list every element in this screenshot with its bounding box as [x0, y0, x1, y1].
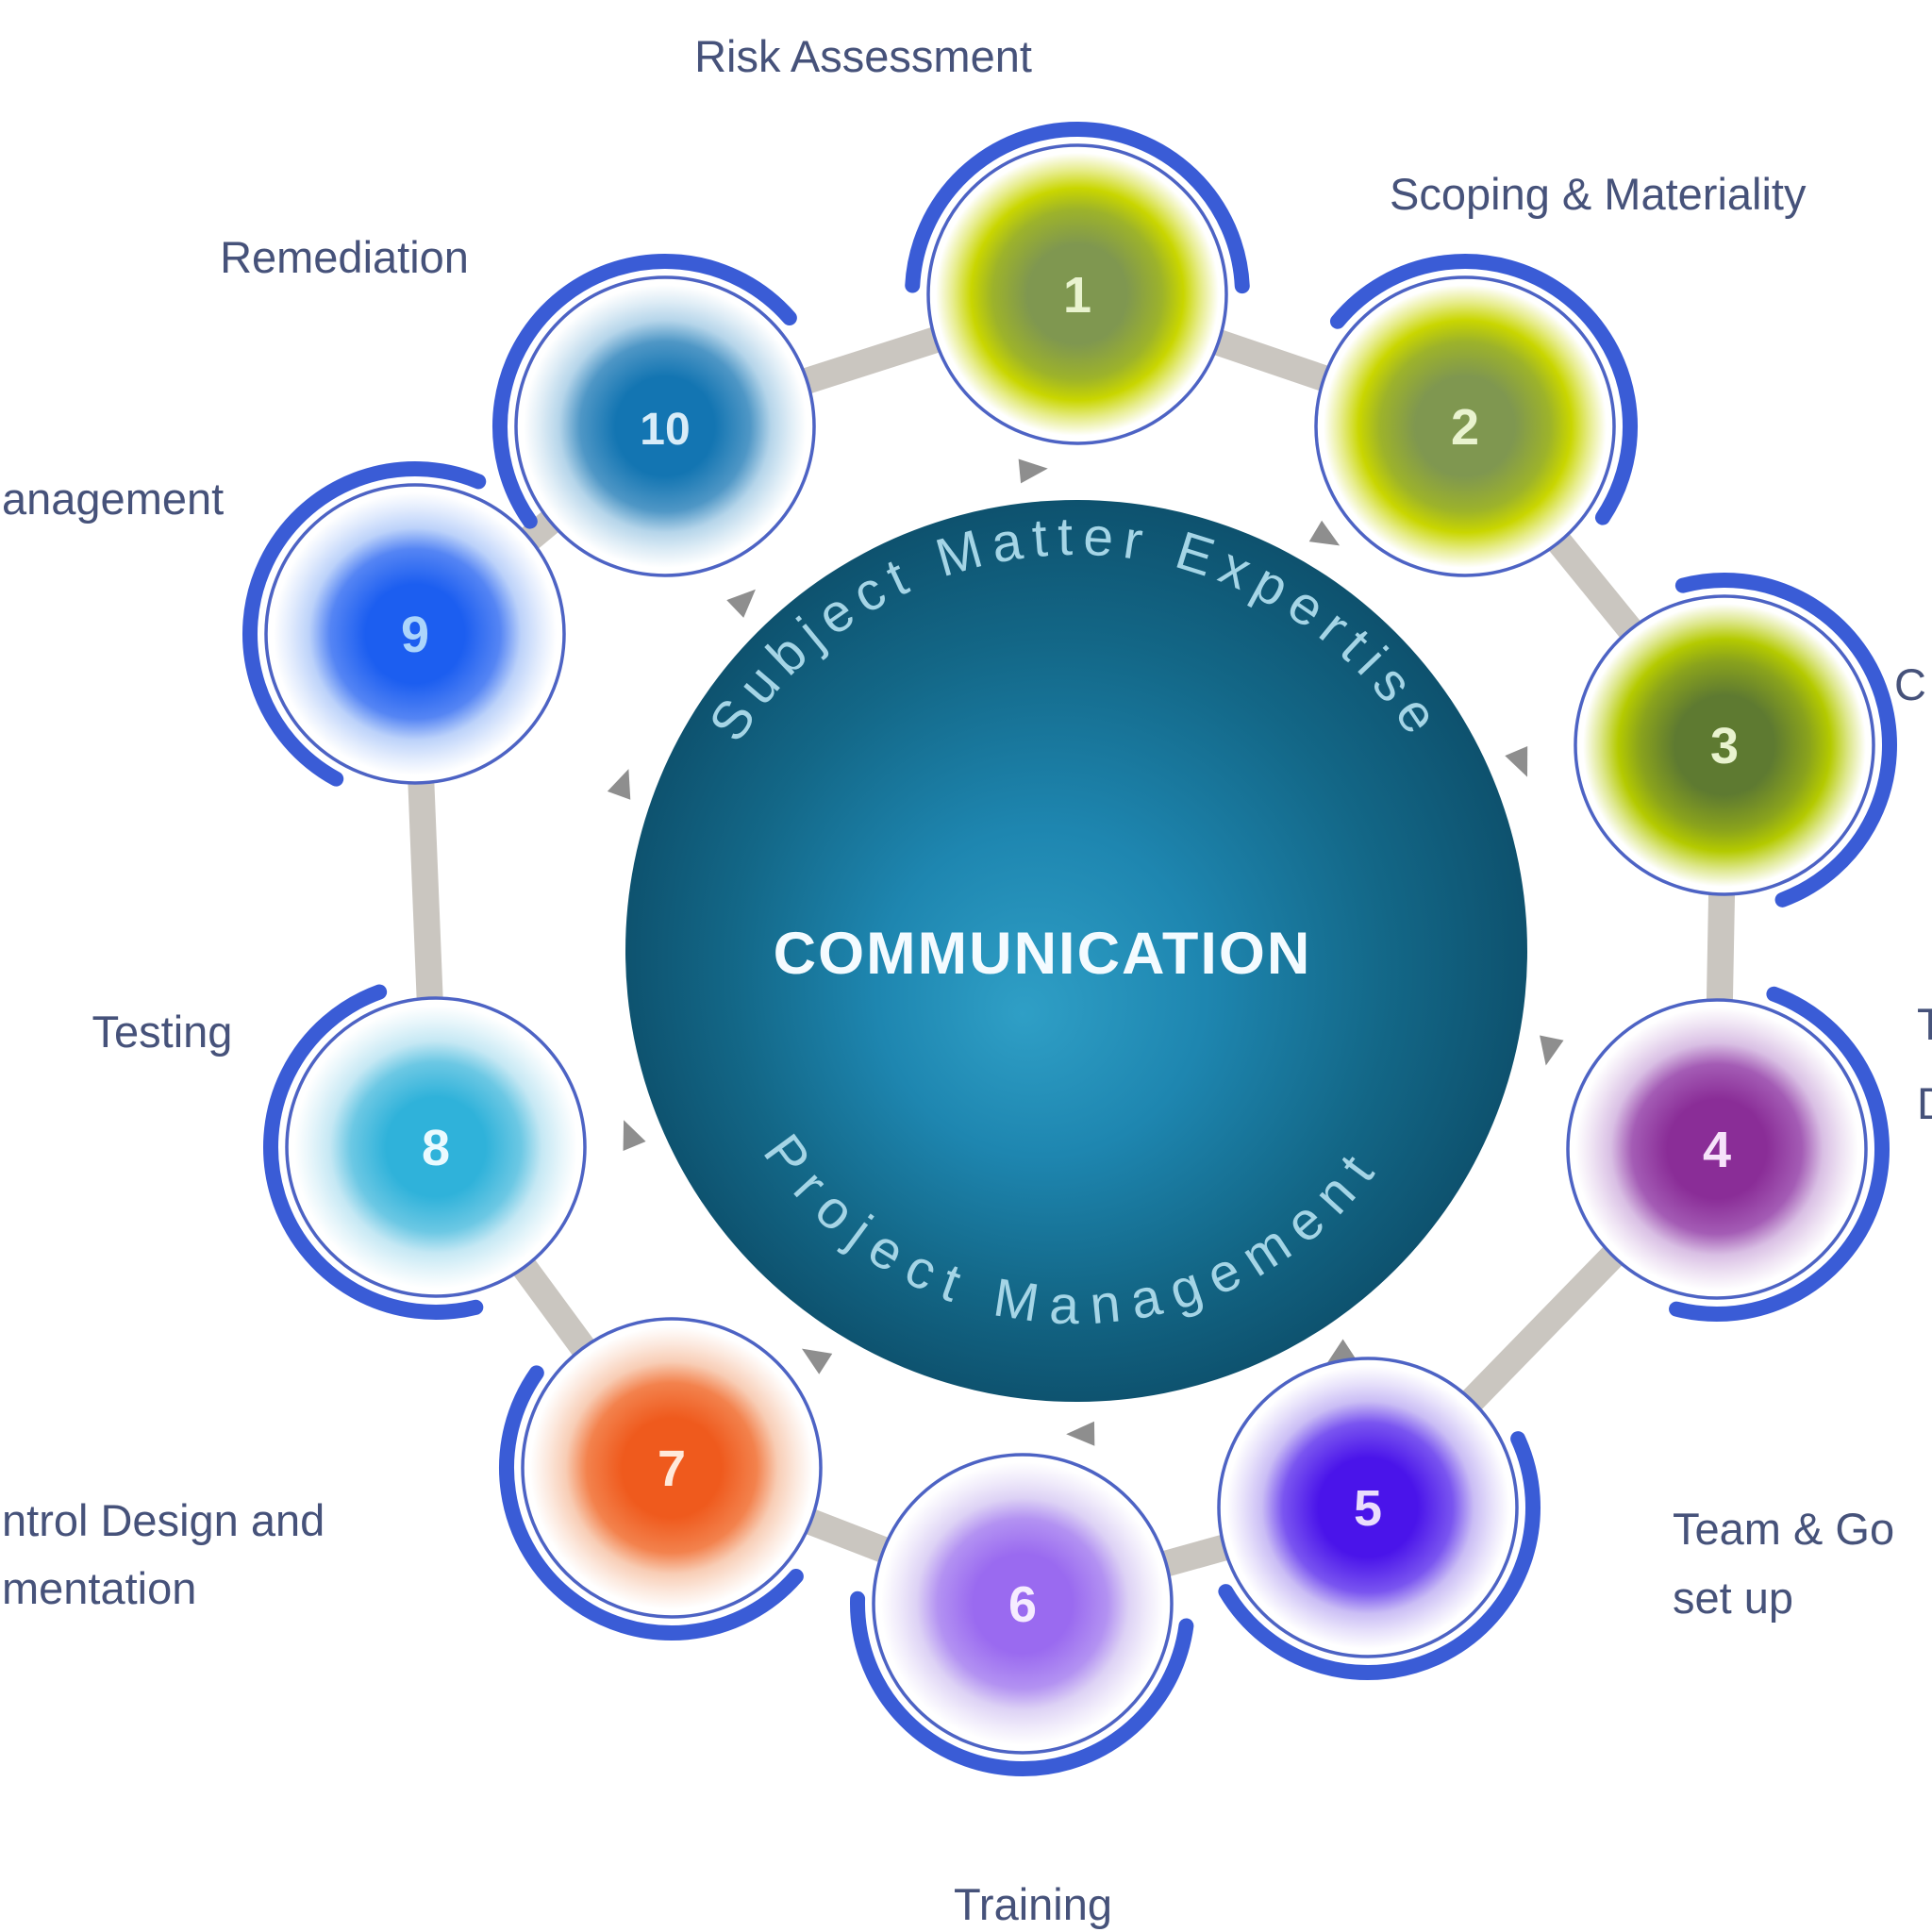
node-label-line: Scoping & Materiality: [1390, 169, 1807, 219]
node-thick-arc: [498, 1365, 804, 1641]
flow-arrow-icon: [1308, 520, 1341, 546]
node-label-line: anagement: [2, 474, 224, 524]
flow-arrow-icon: [1018, 458, 1048, 484]
node-label: Training: [954, 1879, 1112, 1929]
node-label-line: ntrol Design and: [2, 1495, 325, 1545]
node-number: 5: [1354, 1480, 1382, 1537]
cycle-node: 2: [1314, 254, 1638, 577]
node-blob: [524, 285, 807, 568]
node-blob: [1583, 604, 1866, 887]
node-number: 1: [1063, 267, 1091, 324]
cycle-node: 1: [905, 122, 1250, 445]
node-group-layer: 1 2 3 4 5 6 7 8 9 10: [242, 122, 1897, 1776]
node-label: Scoping & Materiality: [1390, 169, 1807, 219]
node-blob: [530, 1326, 813, 1609]
node-label: anagement: [2, 474, 224, 524]
cycle-node: 9: [242, 461, 566, 787]
flow-arrow-icon: [1066, 1421, 1095, 1446]
cycle-node: 6: [850, 1453, 1194, 1776]
node-label: TD: [1917, 999, 1932, 1128]
node-label: C: [1894, 659, 1926, 709]
cycle-node: 3: [1574, 573, 1897, 908]
flow-arrow-icon: [1505, 745, 1528, 777]
flow-arrow-icon: [801, 1348, 833, 1374]
node-thick-arc: [850, 1591, 1194, 1776]
node-label-line: Team & Go: [1673, 1504, 1894, 1554]
cycle-node: 8: [263, 984, 587, 1320]
node-thick-arc: [1669, 986, 1890, 1322]
node-thick-arc: [1218, 1431, 1541, 1680]
node-number: 9: [401, 607, 429, 663]
node-blob: [1575, 1008, 1858, 1291]
node-label: ntrol Design and mentation: [2, 1495, 325, 1613]
node-thick-arc: [242, 461, 487, 787]
communication-text: COMMUNICATION: [774, 921, 1312, 987]
node-number: 6: [1008, 1576, 1037, 1633]
node-blob: [274, 492, 557, 775]
node-blob: [1324, 285, 1607, 568]
node-number: 2: [1451, 399, 1479, 456]
node-label-line: C: [1894, 659, 1926, 709]
node-label-line: Remediation: [220, 232, 469, 282]
node-label-line: Risk Assessment: [694, 31, 1032, 81]
flow-arrows: [607, 458, 1564, 1446]
node-number: 4: [1703, 1122, 1731, 1178]
center-group: Subject Matter ExpertiseCOMMUNICATIONPro…: [625, 500, 1527, 1402]
flow-arrow-icon: [623, 1120, 646, 1151]
node-blob: [294, 1006, 577, 1289]
node-number: 10: [640, 405, 690, 455]
node-label: Team & Go set up: [1673, 1504, 1894, 1623]
node-label: Risk Assessment: [694, 31, 1032, 81]
flow-arrow-icon: [607, 769, 631, 800]
node-number: 8: [422, 1120, 450, 1176]
node-thick-arc: [1674, 573, 1897, 908]
node-label-line: mentation: [2, 1563, 196, 1613]
flow-arrow-icon: [1540, 1035, 1564, 1066]
node-number: 7: [658, 1441, 686, 1497]
node-label-line: T: [1917, 999, 1932, 1049]
center-circle: [625, 500, 1527, 1402]
node-thick-arc: [905, 122, 1250, 294]
node-label-line: Training: [954, 1879, 1112, 1929]
node-thick-arc: [263, 984, 484, 1320]
node-blob: [936, 153, 1219, 436]
cycle-node: 4: [1566, 986, 1890, 1322]
node-label-line: set up: [1673, 1573, 1793, 1623]
node-label-line: Testing: [92, 1007, 233, 1057]
node-label: Testing: [92, 1007, 233, 1057]
node-label-line: D: [1917, 1078, 1932, 1128]
node-blob: [881, 1462, 1164, 1745]
node-number: 3: [1710, 718, 1739, 774]
node-thick-arc: [492, 254, 797, 529]
node-blob: [1226, 1366, 1509, 1649]
node-thick-arc: [1329, 254, 1638, 525]
flow-arrow-icon: [726, 589, 756, 618]
node-label: Remediation: [220, 232, 469, 282]
cycle-node: 10: [492, 254, 816, 577]
cycle-node: 7: [498, 1317, 823, 1641]
cycle-node: 5: [1217, 1357, 1541, 1680]
